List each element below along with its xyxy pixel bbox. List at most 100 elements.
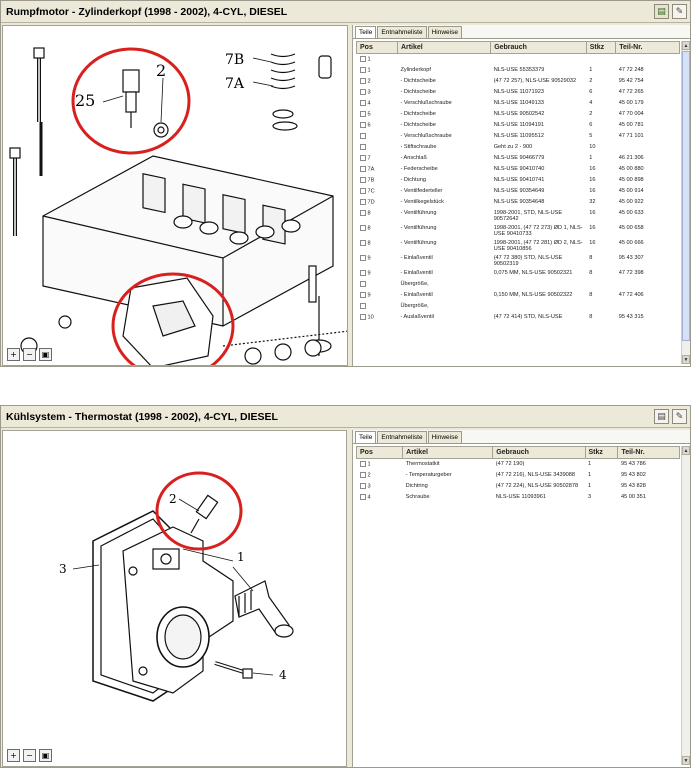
- print-icon[interactable]: ▤: [654, 409, 669, 424]
- table-row[interactable]: 2- Temperaturgeber(47 72 216), NLS-USE 3…: [357, 470, 680, 481]
- row-checkbox[interactable]: [359, 493, 366, 500]
- row-checkbox[interactable]: [359, 121, 366, 128]
- zoom-in-icon[interactable]: +: [7, 749, 20, 762]
- row-checkbox[interactable]: [359, 239, 366, 246]
- fit-page-icon[interactable]: ▣: [39, 348, 52, 361]
- row-checkbox[interactable]: [359, 198, 366, 205]
- row-checkbox[interactable]: [359, 461, 366, 467]
- tab-entnahmeliste[interactable]: Entnahmeliste: [377, 431, 427, 443]
- callout-4: 4: [279, 668, 287, 682]
- table-row[interactable]: 1: [357, 54, 680, 65]
- table-row[interactable]: Übergröße,: [357, 301, 680, 312]
- settings-icon[interactable]: ✎: [672, 4, 687, 19]
- parts-scrollbar[interactable]: ▲ ▼: [681, 446, 690, 765]
- scroll-down-icon[interactable]: ▼: [682, 756, 690, 765]
- window-title-bar: Kühlsystem - Thermostat (1998 - 2002), 4…: [1, 406, 690, 428]
- cell-pos: 8: [357, 223, 398, 238]
- cell-teil: 95 43 828: [620, 482, 646, 489]
- cell-pos: 3: [357, 481, 403, 492]
- zoom-out-icon[interactable]: −: [23, 348, 36, 361]
- zoom-out-icon[interactable]: −: [23, 749, 36, 762]
- tab-hinweise[interactable]: Hinweise: [427, 431, 462, 443]
- pos-value: 6: [367, 121, 371, 128]
- table-row[interactable]: Übergröße,: [357, 279, 680, 290]
- zoom-in-icon[interactable]: +: [7, 348, 20, 361]
- row-checkbox[interactable]: [359, 56, 366, 62]
- header-gebrauch[interactable]: Gebrauch: [490, 41, 587, 54]
- cell-gebrauch: NLS-USE 55353379: [493, 66, 545, 73]
- cell-teil: 46 21 306: [618, 154, 644, 161]
- tab-teile[interactable]: Teile: [355, 431, 377, 443]
- row-checkbox[interactable]: [359, 154, 366, 161]
- header-artikel[interactable]: Artikel: [402, 446, 494, 459]
- row-checkbox[interactable]: [359, 482, 366, 489]
- header-teil-nr[interactable]: Teil-Nr.: [617, 446, 680, 459]
- row-checkbox[interactable]: [359, 99, 366, 106]
- tab-entnahmeliste[interactable]: Entnahmeliste: [377, 26, 427, 38]
- header-teil-nr[interactable]: Teil-Nr.: [615, 41, 680, 54]
- cell-teil: 45 00 658: [618, 224, 644, 231]
- header-stkz[interactable]: Stkz: [584, 446, 619, 459]
- row-checkbox[interactable]: [359, 165, 366, 172]
- table-row[interactable]: 10- Auslaßventil(47 72 414) STD, NLS-USE…: [357, 312, 680, 323]
- table-row[interactable]: 9- Einlaßventil(47 72 380) STD, NLS-USE …: [357, 253, 680, 268]
- row-checkbox[interactable]: [359, 471, 366, 478]
- scroll-down-icon[interactable]: ▼: [682, 355, 690, 364]
- header-artikel[interactable]: Artikel: [396, 41, 492, 54]
- parts-scrollbar[interactable]: ▲ ▼: [681, 41, 690, 364]
- row-checkbox[interactable]: [359, 77, 366, 84]
- row-checkbox[interactable]: [359, 88, 366, 95]
- cell-stkz: 16: [589, 224, 596, 231]
- header-pos[interactable]: Pos: [356, 446, 404, 459]
- header-pos[interactable]: Pos: [356, 41, 398, 54]
- row-checkbox[interactable]: [359, 224, 366, 231]
- scroll-up-icon[interactable]: ▲: [682, 446, 690, 455]
- fit-page-icon[interactable]: ▣: [39, 749, 52, 762]
- cell-artikel: Thermostatkit: [405, 461, 440, 467]
- header-stkz[interactable]: Stkz: [585, 41, 617, 54]
- row-checkbox[interactable]: [359, 313, 366, 320]
- row-checkbox[interactable]: [359, 291, 366, 298]
- row-checkbox[interactable]: [359, 176, 366, 183]
- row-checkbox[interactable]: [359, 209, 366, 216]
- row-checkbox[interactable]: [359, 66, 366, 73]
- row-checkbox[interactable]: [359, 254, 366, 261]
- header-gebrauch[interactable]: Gebrauch: [492, 446, 586, 459]
- row-checkbox[interactable]: [359, 187, 366, 194]
- row-checkbox[interactable]: [359, 132, 366, 139]
- row-checkbox[interactable]: [359, 143, 366, 150]
- row-checkbox[interactable]: [359, 302, 366, 309]
- table-row[interactable]: 2- Dichtscheibe(47 72 257), NLS-USE 9052…: [357, 76, 680, 87]
- scroll-thumb[interactable]: [682, 51, 690, 341]
- row-checkbox[interactable]: [359, 269, 366, 276]
- row-checkbox[interactable]: [359, 280, 366, 287]
- cell-gebrauch: (47 72 216), NLS-USE 3439088: [495, 471, 576, 478]
- settings-icon[interactable]: ✎: [672, 409, 687, 424]
- print-icon[interactable]: ▤: [654, 4, 669, 19]
- tab-teile[interactable]: Teile: [355, 26, 377, 38]
- row-checkbox[interactable]: [359, 110, 366, 117]
- scroll-up-icon[interactable]: ▲: [682, 41, 690, 50]
- tab-hinweise[interactable]: Hinweise: [427, 26, 462, 38]
- cell-stkz: [586, 279, 616, 290]
